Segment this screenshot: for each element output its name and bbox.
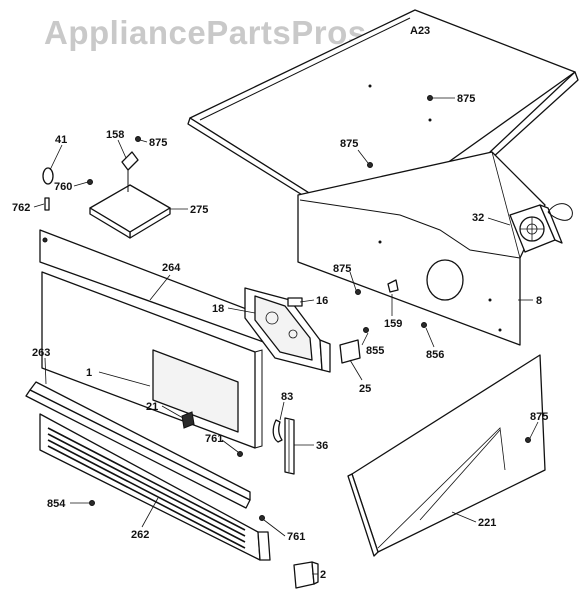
callout-856: 856 xyxy=(426,349,444,361)
clip-21 xyxy=(181,411,195,429)
callout-854: 854 xyxy=(47,498,66,510)
callout-761-a: 761 xyxy=(205,433,223,445)
callout-18: 18 xyxy=(212,303,224,315)
callout-2: 2 xyxy=(320,569,326,581)
part-2 xyxy=(293,561,319,589)
callout-760: 760 xyxy=(54,181,72,193)
callout-875-d: 875 xyxy=(333,263,351,275)
screw-760 xyxy=(87,179,93,185)
callout-275: 275 xyxy=(190,204,208,216)
callout-264: 264 xyxy=(162,262,181,274)
strip-36 xyxy=(284,417,295,475)
callout-32: 32 xyxy=(472,212,484,224)
switch-25 xyxy=(339,339,361,364)
callout-1: 1 xyxy=(86,367,92,379)
callout-21: 21 xyxy=(146,401,158,413)
callout-855: 855 xyxy=(366,345,384,357)
callout-25: 25 xyxy=(359,383,371,395)
callout-41: 41 xyxy=(55,134,67,146)
bracket-158 xyxy=(121,151,139,192)
leader-lines xyxy=(33,97,539,575)
back-panel xyxy=(297,151,546,346)
callout-221: 221 xyxy=(478,517,496,529)
callout-263: 263 xyxy=(32,347,50,359)
knob-41 xyxy=(42,167,54,185)
callout-158: 158 xyxy=(106,129,124,141)
callout-761-b: 761 xyxy=(287,531,305,543)
callout-8: 8 xyxy=(536,295,542,307)
callout-762: 762 xyxy=(12,202,30,214)
electronic-control-board xyxy=(244,287,331,373)
front-control-panel xyxy=(41,271,263,449)
trim-strip-263 xyxy=(25,381,251,509)
screw-762 xyxy=(44,197,50,211)
callout-83: 83 xyxy=(281,391,293,403)
callout-875-c: 875 xyxy=(340,138,358,150)
bracket-275 xyxy=(89,184,171,239)
callout-159: 159 xyxy=(384,318,402,330)
side-panel-221 xyxy=(347,354,546,557)
callout-875-b: 875 xyxy=(457,93,475,105)
corner-tag: A23 xyxy=(410,25,430,37)
callout-875-e: 875 xyxy=(530,411,548,423)
callout-16: 16 xyxy=(316,295,328,307)
cooling-fan xyxy=(509,203,573,253)
vent-grille-262 xyxy=(39,413,271,561)
clip-83 xyxy=(272,419,283,443)
callout-875-a: 875 xyxy=(149,137,167,149)
callout-36: 36 xyxy=(316,440,328,452)
screws xyxy=(89,95,531,521)
callout-262: 262 xyxy=(131,529,149,541)
